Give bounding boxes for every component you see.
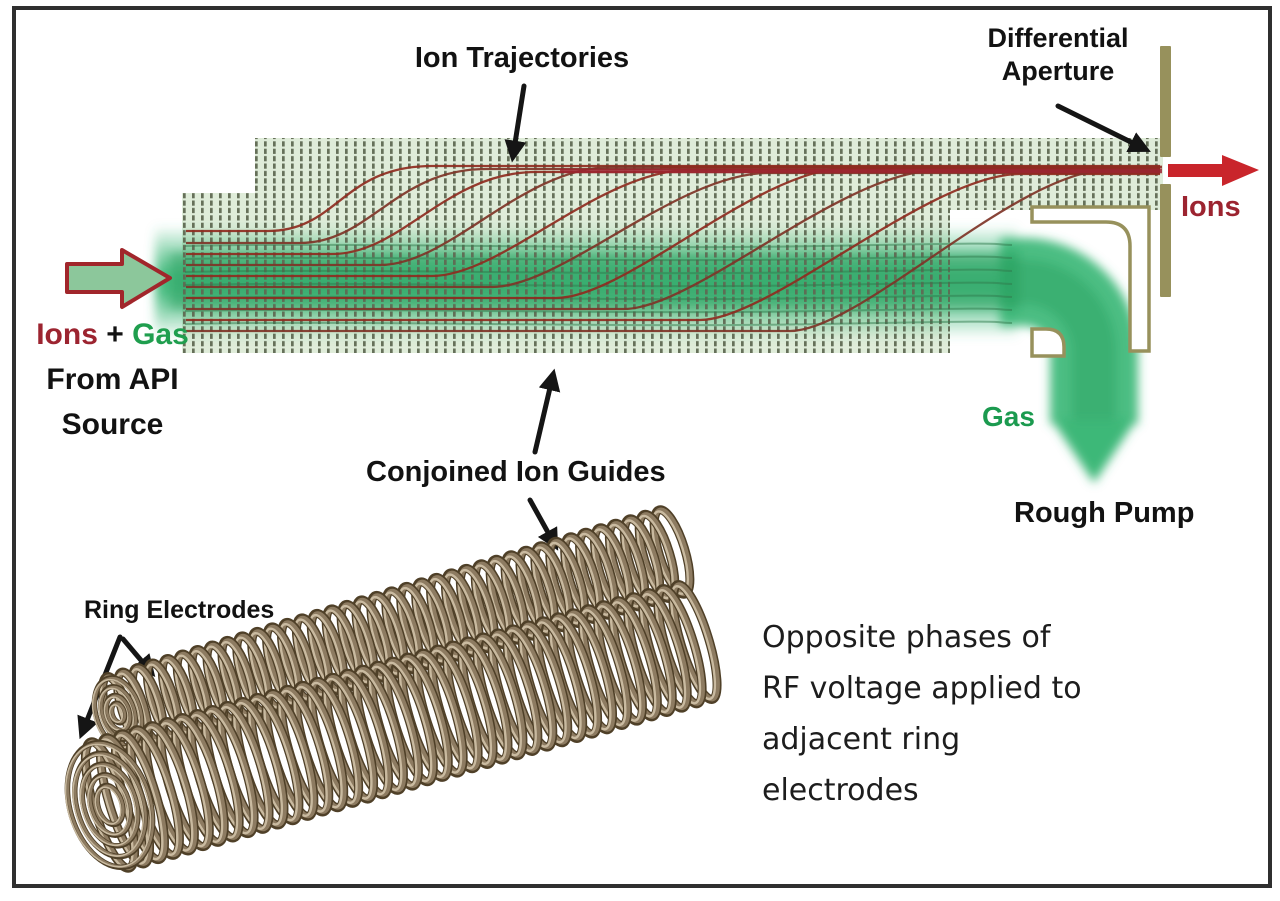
rf-voltage-note: Opposite phases of RF voltage applied to… [762,620,1082,808]
differential-aperture-label: Differential Aperture [987,23,1129,86]
electrode-section-entrance [182,193,255,353]
arrow-conjoined-up [532,368,561,455]
from-api-label: From API [46,363,179,396]
conjoined-ion-guides-label: Conjoined Ion Guides [366,456,666,488]
gas-out-label: Gas [982,401,1035,432]
ion-trajectories-label: Ion Trajectories [414,42,630,74]
source-label-block: Ions + Gas From API Source [5,312,220,447]
ions-out-label: Ions [1181,191,1241,223]
gas-in-label: Gas [132,318,189,351]
gas-deflector [1030,205,1151,358]
source-label: Source [61,408,164,441]
ions-in-label: Ions [36,318,98,351]
ring-electrodes-label: Ring Electrodes [84,596,275,624]
ion-trajectory-lines [186,164,1162,333]
differential-aperture-plate [1160,46,1171,297]
gas-down-arrowhead [1052,420,1136,483]
ring-electrode-coil-front [64,579,722,873]
rough-pump-label: Rough Pump [1014,497,1195,529]
arrow-conjoined-down [527,497,559,551]
ion-beam-arrow [1168,155,1259,186]
arrow-ion-trajectories [504,83,527,163]
ions-plus-gas-label: Ions + Gas [5,312,220,357]
plus-sign: + [97,318,133,351]
inlet-arrow [65,248,172,309]
gas-deflector-lower-piece [1030,327,1066,358]
arrow-differential-aperture [1055,103,1151,153]
